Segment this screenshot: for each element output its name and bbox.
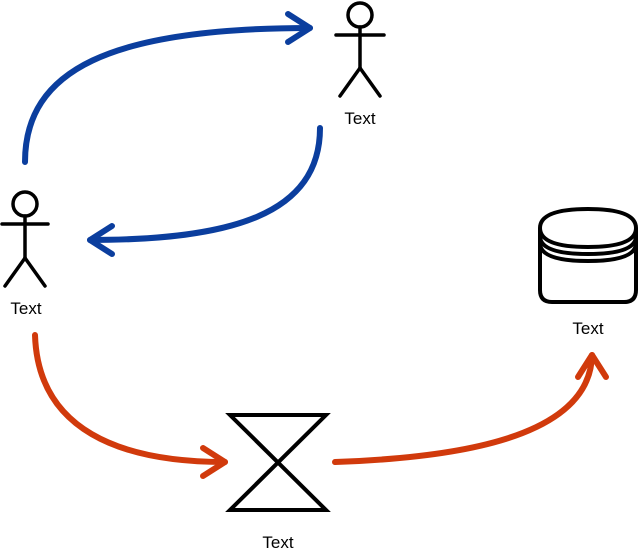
hourglass-label: Text: [262, 533, 294, 552]
actor-top-label: Text: [344, 109, 376, 128]
actor-left-stick-figure-icon[interactable]: [0, 190, 50, 288]
hourglass-icon[interactable]: [225, 413, 331, 512]
arrow-left-actor-to-hourglass[interactable]: [32, 332, 228, 479]
arrow-left-actor-to-top-actor[interactable]: [22, 11, 313, 165]
arrow-hourglass-to-database[interactable]: [332, 352, 609, 465]
database-label: Text: [572, 319, 604, 338]
actor-top-stick-figure-icon[interactable]: [334, 1, 386, 98]
arrow-top-actor-to-left-actor[interactable]: [87, 125, 323, 257]
database-icon[interactable]: [537, 206, 639, 304]
actor-left-label: Text: [10, 299, 42, 318]
